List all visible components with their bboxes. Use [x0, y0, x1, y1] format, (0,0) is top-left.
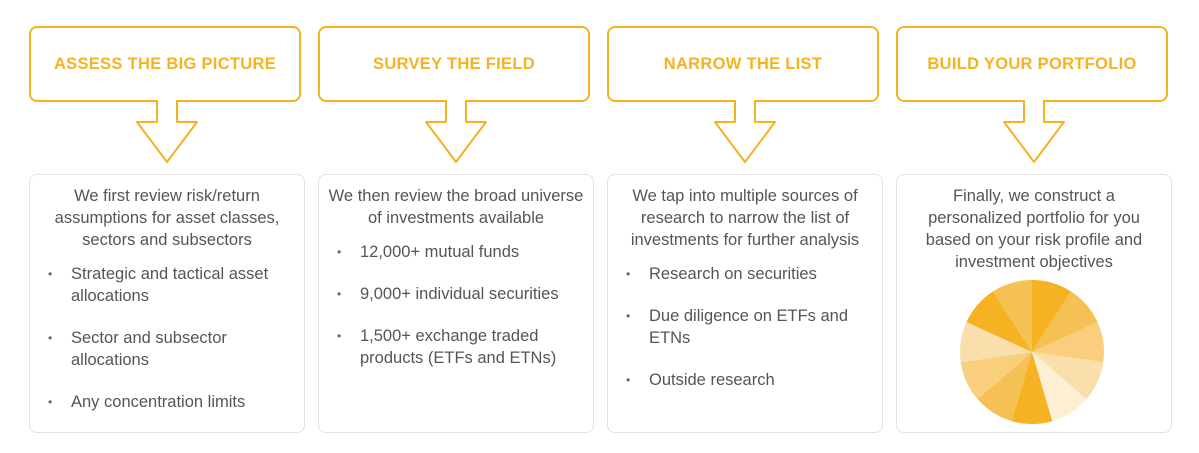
pie-slice	[1032, 352, 1104, 400]
list-item: 1,500+ exchange traded products (ETFs an…	[327, 325, 585, 369]
pie-slice	[1032, 291, 1098, 352]
list-item: 12,000+ mutual funds	[327, 241, 585, 263]
list-item: Due diligence on ETFs and ETNs	[616, 305, 874, 349]
bullet-list: Research on securitiesDue diligence on E…	[616, 263, 874, 391]
step-column: SURVEY THE FIELD We then review the broa…	[318, 0, 594, 453]
list-item: Strategic and tactical asset allocations	[38, 263, 296, 307]
down-arrow-icon	[714, 100, 776, 163]
bullet-list: Strategic and tactical asset allocations…	[38, 263, 296, 413]
list-item: Research on securities	[616, 263, 874, 285]
step-column: ASSESS THE BIG PICTURE We first review r…	[29, 0, 305, 453]
pie-slice	[1032, 322, 1104, 363]
pie-slice	[977, 352, 1032, 422]
step-card: We then review the broad universe of inv…	[318, 174, 594, 433]
step-intro: We first review risk/return assumptions …	[54, 187, 280, 249]
down-arrow-icon	[136, 100, 198, 163]
pie-slice	[960, 322, 1032, 363]
step-column: BUILD YOUR PORTFOLIO Finally, we constru…	[896, 0, 1172, 453]
step-intro: We then review the broad universe of inv…	[328, 187, 584, 227]
step-card: Finally, we construct a personalized por…	[896, 174, 1172, 433]
step-title: SURVEY THE FIELD	[318, 26, 590, 102]
step-intro: We tap into multiple sources of research…	[630, 187, 860, 249]
step-card: We tap into multiple sources of research…	[607, 174, 883, 433]
bullet-list: 12,000+ mutual funds 9,000+ individual se…	[327, 241, 585, 369]
list-item: Any concentration limits	[38, 391, 296, 413]
step-title: BUILD YOUR PORTFOLIO	[896, 26, 1168, 102]
down-arrow-icon	[1003, 100, 1065, 163]
step-card: We first review risk/return assumptions …	[29, 174, 305, 433]
pie-slice	[993, 280, 1032, 352]
pie-slice	[966, 291, 1032, 352]
step-column: NARROW THE LIST We tap into multiple sou…	[607, 0, 883, 453]
list-item: 9,000+ individual securities	[327, 283, 585, 305]
pie-slice	[1032, 352, 1087, 422]
portfolio-pie-chart	[960, 280, 1104, 424]
list-item: Sector and subsector allocations	[38, 327, 296, 371]
pie-slice	[960, 352, 1032, 400]
pie-slice	[1032, 280, 1071, 352]
list-item: Outside research	[616, 369, 874, 391]
pie-slice	[1011, 352, 1053, 424]
step-title: ASSESS THE BIG PICTURE	[29, 26, 301, 102]
step-title: NARROW THE LIST	[607, 26, 879, 102]
step-intro: Finally, we construct a personalized por…	[925, 187, 1143, 271]
down-arrow-icon	[425, 100, 487, 163]
